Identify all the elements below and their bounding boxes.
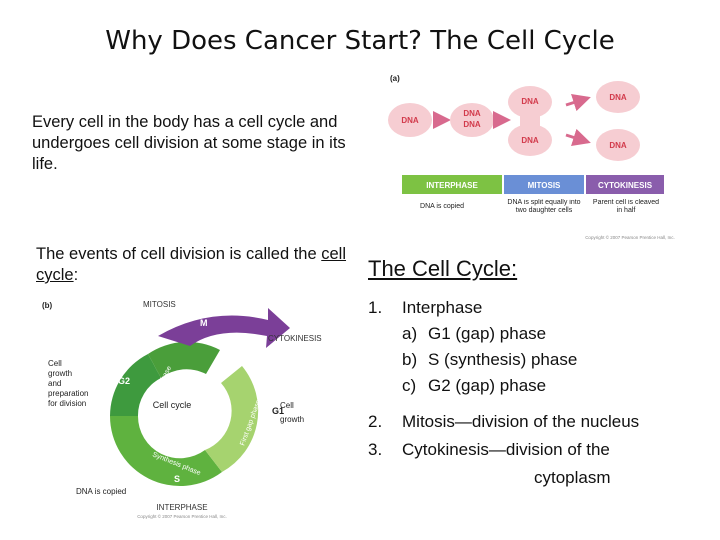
right-note: growth	[280, 415, 304, 424]
list-heading: The Cell Cycle:	[368, 256, 518, 281]
mitosis-label: MITOSIS	[143, 300, 176, 309]
events-term: cell cycle	[36, 245, 347, 284]
g1-segment	[205, 366, 259, 472]
copyright-text: Copyright © 2007 Pearson Prentice Hall, …	[137, 513, 227, 519]
cell-shape	[596, 129, 640, 161]
dna-label: DNA	[521, 97, 539, 106]
m-label: M	[200, 318, 208, 328]
dna-label: DNA	[463, 109, 481, 118]
left-note: growth	[48, 369, 72, 378]
cycle-center-label: Cell cycle	[153, 400, 192, 410]
cytokinesis-arrow-icon	[158, 308, 290, 348]
sub-item-g2: c) G2 (gap) phase	[402, 374, 546, 398]
sub-letter: c)	[402, 376, 417, 395]
list-desc-cont: cytoplasm	[534, 468, 611, 487]
dna-label: DNA	[463, 120, 481, 129]
left-note: Cell	[48, 359, 62, 368]
dna-copied-label: DNA is copied	[76, 487, 126, 496]
dna-label: DNA	[401, 116, 419, 125]
list-number: 3.	[368, 440, 383, 459]
s-label: S	[174, 474, 180, 484]
caption-text: DNA is copied	[420, 203, 464, 210]
events-suffix: :	[73, 266, 79, 284]
cell-shape	[388, 103, 432, 137]
m-segment	[148, 341, 220, 378]
phase-label: MITOSIS	[528, 181, 561, 190]
sub-letter: a)	[402, 324, 418, 343]
left-note: preparation	[48, 389, 88, 398]
phase-label: INTERPHASE	[426, 181, 478, 190]
dna-label: DNA	[609, 141, 627, 150]
sub-item-g1: a) G1 (gap) phase	[402, 322, 546, 346]
copyright-text: Copyright © 2007 Pearson Prentice Hall, …	[585, 234, 675, 240]
caption-box: DNA is split equally into two daughter c…	[507, 199, 581, 214]
arrow-icon	[565, 128, 591, 147]
inner-circle	[140, 376, 220, 456]
sub-text: S (synthesis) phase	[428, 350, 578, 369]
g2-label: G2	[118, 376, 130, 386]
cell-shape	[508, 124, 552, 156]
list-item-interphase: 1. Interphase	[368, 296, 482, 320]
list-desc: —division of the nucleus	[454, 412, 640, 431]
list-item-mitosis: 2. Mitosis—division of the nucleus	[368, 410, 639, 434]
left-note: for division	[48, 399, 86, 408]
interphase-label: INTERPHASE	[156, 503, 207, 512]
cell-shape	[508, 86, 552, 118]
sub-letter: b)	[402, 350, 418, 369]
intro-text: Every cell in the body has a cell cycle …	[32, 113, 346, 173]
caption-text: Parent cell is cleaved in half	[592, 199, 660, 214]
sub-text: G1 (gap) phase	[428, 324, 547, 343]
list-desc: —division of the	[488, 440, 610, 459]
list-label: Interphase	[402, 298, 483, 317]
cell-shape	[520, 110, 540, 132]
list-number: 1.	[368, 298, 383, 317]
s-segment	[110, 416, 222, 486]
list-label: Mitosis	[402, 412, 455, 431]
dna-label: DNA	[521, 136, 539, 145]
cell-shape	[450, 103, 494, 137]
g1-label: G1	[272, 406, 284, 416]
list-number: 2.	[368, 412, 383, 431]
figure-b: (b) Cell cycle MITOSIS M CYTOKINESIS G2 …	[42, 300, 322, 519]
caption-text: DNA is split equally into two daughter c…	[507, 199, 581, 214]
events-text: The events of cell division is called th…	[36, 244, 386, 286]
mitosis-bar	[504, 175, 584, 194]
cytokinesis-label: CYTOKINESIS	[268, 334, 322, 343]
panel-b-label: (b)	[42, 301, 53, 310]
figure-a: (a) DNA DNA DNA DNA DNA DNA DNA INTERPHA…	[388, 74, 675, 240]
slide-title: Why Does Cancer Start? The Cell Cycle	[105, 26, 615, 56]
left-note: and	[48, 379, 61, 388]
list-label: Cytokinesis	[402, 440, 489, 459]
g2-segment	[110, 354, 161, 416]
panel-a-label: (a)	[390, 74, 400, 83]
sub-text: G2 (gap) phase	[428, 376, 547, 395]
phase-label: CYTOKINESIS	[598, 181, 653, 190]
cell-shape	[596, 81, 640, 113]
sub-item-s: b) S (synthesis) phase	[402, 348, 577, 372]
list-item-cytokinesis: 3. Cytokinesis—division of the	[368, 438, 610, 462]
arrow-icon	[565, 93, 591, 112]
interphase-bar	[402, 175, 502, 194]
dna-label: DNA	[609, 93, 627, 102]
cytokinesis-bar	[586, 175, 664, 194]
right-note: Cell	[280, 401, 294, 410]
caption-box: Parent cell is cleaved in half	[592, 199, 660, 214]
events-prefix: The events of cell division is called th…	[36, 245, 317, 263]
